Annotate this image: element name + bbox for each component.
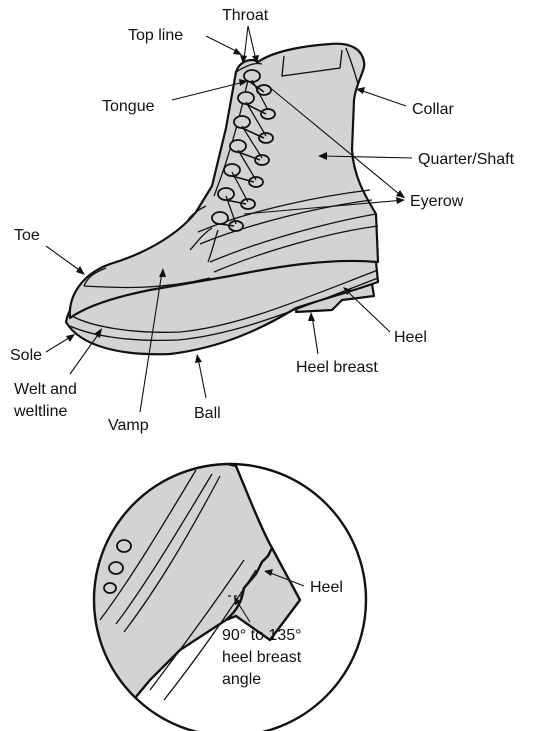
welt-label-line1: Welt and: [14, 381, 77, 398]
ball-label: Ball: [194, 405, 221, 422]
top-line-label: Top line: [128, 27, 183, 44]
collar-label: Collar: [412, 101, 454, 118]
inset-heel-label: Heel: [310, 579, 343, 596]
eyerow-label: Eyerow: [410, 193, 464, 210]
toe-leader: [46, 246, 82, 272]
quarter-shaft-label: Quarter/Shaft: [418, 151, 515, 168]
inset-angle-line2: heel breast: [222, 649, 302, 666]
tongue-label: Tongue: [102, 98, 155, 115]
toe-label: Toe: [14, 227, 40, 244]
heel-inset: Heel 90° to 135° heel breast angle: [80, 430, 366, 731]
sole-label: Sole: [10, 347, 42, 364]
vamp-label: Vamp: [108, 417, 149, 434]
heel-label: Heel: [394, 329, 427, 346]
heel-breast-label: Heel breast: [296, 359, 378, 376]
throat-leader: [244, 26, 256, 60]
top-line-leader: [206, 36, 238, 52]
inset-angle-line1: 90° to 135°: [222, 627, 302, 644]
collar-leader: [360, 90, 406, 106]
heel-breast-leader: [312, 316, 318, 354]
throat-label: Throat: [222, 7, 269, 24]
inset-angle-line3: angle: [222, 671, 261, 688]
welt-label-line2: weltline: [13, 403, 67, 420]
boot-illustration: [66, 44, 378, 355]
ball-leader: [198, 358, 206, 398]
